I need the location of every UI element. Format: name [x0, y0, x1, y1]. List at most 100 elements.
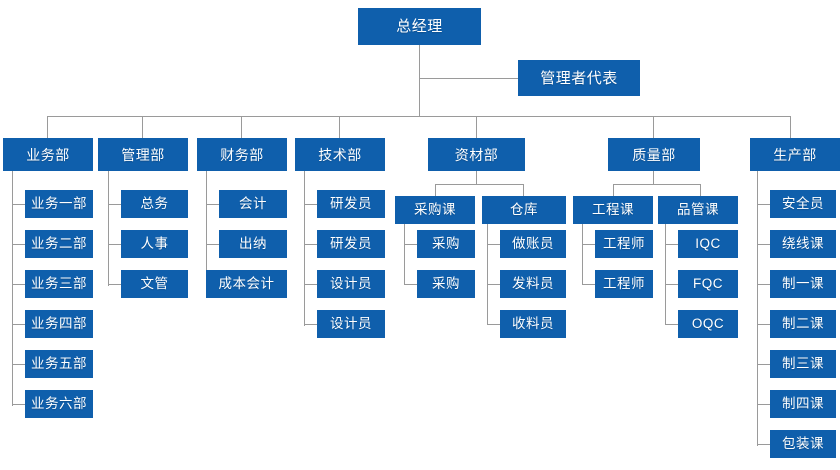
connector-stub-6b-1	[665, 244, 678, 245]
node-management-general-affairs[interactable]: 总务	[121, 190, 188, 218]
node-quality-control-section[interactable]: 品管课	[658, 196, 738, 224]
connector-dept5-trunk	[476, 170, 477, 184]
connector-stub-4-3	[304, 284, 317, 285]
node-department-technology[interactable]: 技术部	[295, 138, 385, 171]
connector-stub-5b-1	[487, 244, 500, 245]
node-purchasing-buyer-2[interactable]: 采购	[417, 270, 475, 298]
connector-ceo-trunk	[419, 45, 420, 116]
node-business-unit-2[interactable]: 业务二部	[25, 230, 93, 258]
connector-stub-6b-3	[665, 324, 678, 325]
node-production-packaging-section[interactable]: 包装课	[770, 430, 836, 458]
node-finance-cashier[interactable]: 出纳	[219, 230, 287, 258]
node-technology-designer-1[interactable]: 设计员	[317, 270, 385, 298]
connector-drop-dept-7	[790, 116, 791, 138]
node-management-representative[interactable]: 管理者代表	[518, 60, 640, 96]
connector-spine-dept-3	[206, 166, 207, 286]
node-business-unit-1[interactable]: 业务一部	[25, 190, 93, 218]
connector-spine-section-5a	[404, 224, 405, 284]
connector-dept6-drop-b	[700, 184, 701, 196]
connector-stub-2-1	[108, 204, 121, 205]
node-general-manager[interactable]: 总经理	[358, 8, 481, 45]
connector-stub-2-2	[108, 244, 121, 245]
connector-drop-dept-3	[241, 116, 242, 138]
node-technology-designer-2[interactable]: 设计员	[317, 310, 385, 338]
connector-stub-1-5	[12, 364, 25, 365]
node-quality-engineer-2[interactable]: 工程师	[595, 270, 653, 298]
connector-drop-dept-2	[142, 116, 143, 138]
node-management-document-control[interactable]: 文管	[121, 270, 188, 298]
connector-spine-dept-1	[12, 166, 13, 406]
connector-main-bus	[47, 116, 790, 117]
connector-dept6-drop-a	[613, 184, 614, 196]
connector-stub-1-2	[12, 244, 25, 245]
connector-stub-5a-2	[404, 284, 417, 285]
node-department-business[interactable]: 业务部	[3, 138, 93, 171]
node-business-unit-6[interactable]: 业务六部	[25, 390, 93, 418]
node-production-line-3[interactable]: 制三课	[770, 350, 836, 378]
node-materials-warehouse-section[interactable]: 仓库	[482, 196, 566, 224]
node-business-unit-4[interactable]: 业务四部	[25, 310, 93, 338]
node-department-production[interactable]: 生产部	[750, 138, 840, 171]
node-finance-accountant[interactable]: 会计	[219, 190, 287, 218]
connector-stub-6a-2	[582, 284, 595, 285]
node-department-materials[interactable]: 资材部	[428, 138, 525, 171]
node-department-quality[interactable]: 质量部	[608, 138, 700, 171]
connector-stub-6b-2	[665, 284, 678, 285]
connector-stub-1-3	[12, 284, 25, 285]
connector-dept6-bus	[613, 184, 700, 185]
connector-stub-5b-2	[487, 284, 500, 285]
node-production-line-4[interactable]: 制四课	[770, 390, 836, 418]
node-production-safety-officer[interactable]: 安全员	[770, 190, 836, 218]
node-quality-oqc[interactable]: OQC	[678, 310, 738, 338]
node-production-line-1[interactable]: 制一课	[770, 270, 836, 298]
connector-drop-dept-1	[47, 116, 48, 138]
connector-stub-6a-1	[582, 244, 595, 245]
connector-spine-section-6b	[665, 224, 666, 324]
connector-stub-7-7	[757, 444, 770, 445]
connector-stub-5a-1	[404, 244, 417, 245]
connector-drop-dept-4	[339, 116, 340, 138]
connector-dept5-drop-a	[435, 184, 436, 196]
connector-dept6-trunk	[653, 170, 654, 184]
node-quality-fqc[interactable]: FQC	[678, 270, 738, 298]
node-department-management[interactable]: 管理部	[98, 138, 188, 171]
node-production-winding-section[interactable]: 绕线课	[770, 230, 836, 258]
connector-dept5-drop-b	[523, 184, 524, 196]
node-warehouse-receiver[interactable]: 收料员	[500, 310, 566, 338]
connector-drop-dept-5	[476, 116, 477, 138]
node-warehouse-bookkeeper[interactable]: 做账员	[500, 230, 566, 258]
node-materials-purchasing-section[interactable]: 采购课	[395, 196, 475, 224]
node-quality-engineering-section[interactable]: 工程课	[573, 196, 653, 224]
connector-stub-7-6	[757, 404, 770, 405]
connector-spine-section-6a	[582, 224, 583, 284]
connector-stub-4-1	[304, 204, 317, 205]
connector-spine-section-5b	[487, 224, 488, 324]
connector-stub-7-1	[757, 204, 770, 205]
node-purchasing-buyer-1[interactable]: 采购	[417, 230, 475, 258]
connector-ceo-to-mgmt-rep	[419, 78, 519, 79]
node-management-human-resources[interactable]: 人事	[121, 230, 188, 258]
connector-stub-1-1	[12, 204, 25, 205]
connector-spine-dept-7	[757, 166, 758, 446]
connector-drop-dept-6	[653, 116, 654, 138]
node-department-finance[interactable]: 财务部	[197, 138, 287, 171]
node-warehouse-issuer[interactable]: 发料员	[500, 270, 566, 298]
node-technology-rd-engineer-1[interactable]: 研发员	[317, 190, 385, 218]
node-production-line-2[interactable]: 制二课	[770, 310, 836, 338]
connector-dept5-bus	[435, 184, 523, 185]
connector-stub-2-3	[108, 284, 121, 285]
node-technology-rd-engineer-2[interactable]: 研发员	[317, 230, 385, 258]
node-finance-cost-accountant[interactable]: 成本会计	[206, 270, 287, 298]
connector-stub-3-2	[206, 244, 219, 245]
node-quality-engineer-1[interactable]: 工程师	[595, 230, 653, 258]
connector-stub-4-4	[304, 324, 317, 325]
connector-stub-4-2	[304, 244, 317, 245]
connector-stub-7-4	[757, 324, 770, 325]
connector-spine-dept-2	[108, 166, 109, 286]
connector-spine-dept-4	[304, 166, 305, 326]
node-business-unit-5[interactable]: 业务五部	[25, 350, 93, 378]
node-business-unit-3[interactable]: 业务三部	[25, 270, 93, 298]
node-quality-iqc[interactable]: IQC	[678, 230, 738, 258]
connector-stub-3-1	[206, 204, 219, 205]
